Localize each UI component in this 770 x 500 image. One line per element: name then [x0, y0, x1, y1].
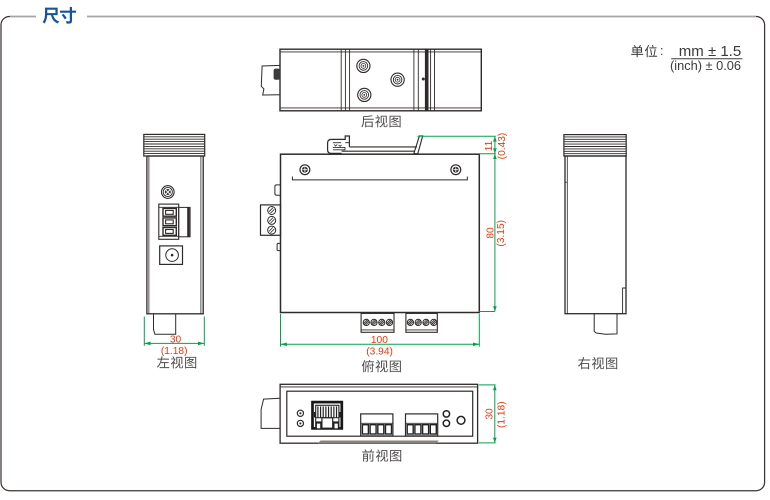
svg-text:11: 11 — [484, 140, 495, 151]
svg-text:80: 80 — [485, 227, 496, 239]
svg-text:100: 100 — [371, 335, 388, 346]
svg-text:(1.18): (1.18) — [497, 401, 508, 428]
svg-text:(3.94): (3.94) — [366, 346, 393, 357]
svg-text:mm ± 1.5: mm ± 1.5 — [679, 43, 741, 60]
svg-text:(inch) ± 0.06: (inch) ± 0.06 — [670, 58, 741, 73]
svg-text:30: 30 — [170, 334, 182, 345]
svg-text:(0.43): (0.43) — [497, 133, 508, 160]
svg-text::: : — [660, 44, 663, 58]
svg-text:(1.18): (1.18) — [161, 346, 188, 357]
svg-text:30: 30 — [485, 408, 496, 420]
svg-text:(3.15): (3.15) — [496, 220, 507, 247]
